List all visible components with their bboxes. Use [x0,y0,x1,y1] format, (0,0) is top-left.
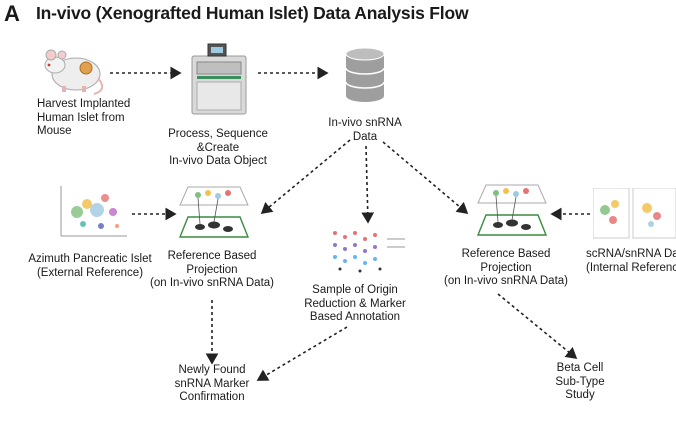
sample-origin-label: Sample of Origin Reduction & Marker Base… [304,284,406,323]
arrow-sample-origin-to-newly-found [256,326,348,381]
mouse-icon [44,49,104,95]
sequencer-icon [191,43,247,115]
process-label: Process, Sequence &Create In-vivo Data O… [168,128,268,167]
azimuth-label: Azimuth Pancreatic Islet (External Refer… [28,253,152,279]
invivo-data-label: In-vivo snRNA Data [328,117,402,143]
arrow-data-to-proj-left [260,139,351,215]
newly-found-label: Newly Found snRNA Marker Confirmation [174,364,250,403]
projection-right-icon [476,184,548,236]
figure-title: In-vivo (Xenografted Human Islet) Data A… [36,3,469,23]
dotplot-icon [325,225,410,277]
scrna-label: scRNA/snRNA Data (Internal Reference) [586,248,676,274]
arrow-proj-right-to-beta-cell [497,293,578,360]
arrow-data-to-sample-origin [361,145,375,224]
azimuth-umap-icon [55,182,130,242]
scrna-reference-icon [593,188,676,239]
proj-right-label: Reference Based Projection (on In-vivo s… [444,248,568,287]
proj-left-label: Reference Based Projection (on In-vivo s… [150,250,274,289]
panel-letter: A [4,1,20,26]
arrow-data-to-proj-right [382,141,469,215]
database-icon [345,47,385,102]
projection-left-icon [178,186,250,238]
beta-cell-label: Beta Cell Sub-Type Study [555,362,605,401]
harvest-label: Harvest Implanted Human Islet from Mouse [37,98,131,137]
